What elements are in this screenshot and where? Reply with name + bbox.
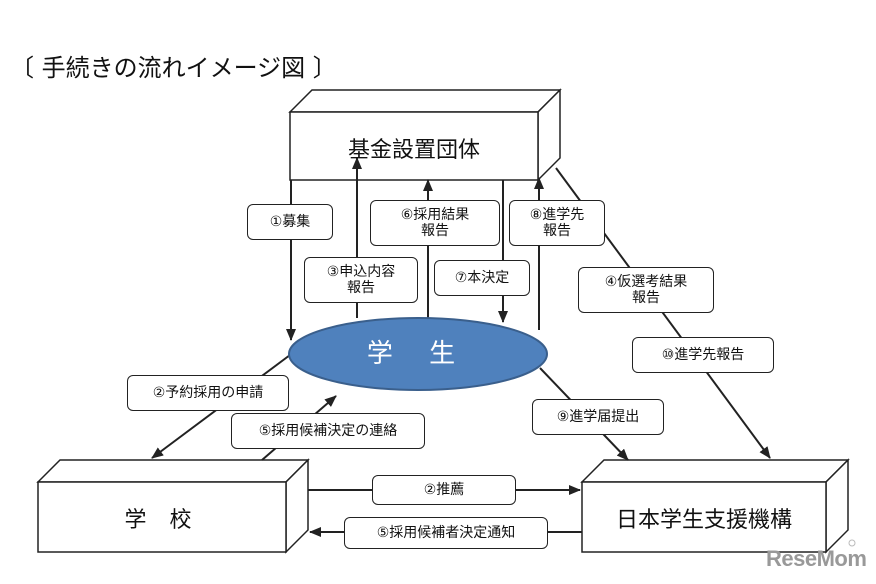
label-apply-line2: 報告 xyxy=(347,280,375,296)
label-adopt-result: ⑥採用結果 報告 xyxy=(370,200,500,246)
label-recommend: ②推薦 xyxy=(372,475,516,505)
label-apply: ③申込内容 報告 xyxy=(304,257,418,303)
label-candidate-notice-text: ⑤採用候補者決定通知 xyxy=(376,525,516,541)
page-title: 〔 手続きの流れイメージ図 〕 xyxy=(10,54,337,82)
label-recommend-text: ②推薦 xyxy=(423,482,465,498)
resemom-logo: ReseMom xyxy=(766,546,867,571)
label-adopt-result-line1: ⑥採用結果 xyxy=(400,207,470,223)
foundation-box xyxy=(288,88,562,182)
label-final: ⑦本決定 xyxy=(434,260,530,296)
label-progress-report: ⑧進学先 報告 xyxy=(509,200,605,246)
label-candidate-contact: ⑤採用候補決定の連絡 xyxy=(231,413,425,449)
label-progress-report-line1: ⑧進学先 xyxy=(529,207,585,223)
label-apply-line1: ③申込内容 xyxy=(326,264,396,280)
jasso-box xyxy=(580,458,850,554)
label-enroll-notice: ⑨進学届提出 xyxy=(532,399,664,435)
school-box xyxy=(36,458,310,554)
school-label: 学 校 xyxy=(124,508,200,533)
label-reserve-apply: ②予約採用の申請 xyxy=(127,375,289,411)
label-candidate-notice: ⑤採用候補者決定通知 xyxy=(344,517,548,549)
label-enroll-notice-text: ⑨進学届提出 xyxy=(556,409,640,425)
label-progress-report-jasso-text: ⑩進学先報告 xyxy=(661,347,745,363)
label-provisional-line2: 報告 xyxy=(632,290,660,306)
label-provisional-line1: ④仮選考結果 xyxy=(604,274,688,290)
label-progress-report-jasso: ⑩進学先報告 xyxy=(632,337,774,373)
label-adopt-result-line2: 報告 xyxy=(421,223,449,239)
label-recruit: ①募集 xyxy=(247,204,333,240)
student-label: 学 生 xyxy=(366,339,470,369)
label-progress-report-line2: 報告 xyxy=(543,223,571,239)
jasso-label: 日本学生支援機構 xyxy=(615,508,792,533)
label-reserve-apply-text: ②予約採用の申請 xyxy=(152,385,264,401)
label-candidate-contact-text: ⑤採用候補決定の連絡 xyxy=(258,423,398,439)
foundation-label: 基金設置団体 xyxy=(347,138,480,163)
label-recruit-text: ①募集 xyxy=(269,214,311,230)
label-final-text: ⑦本決定 xyxy=(454,270,510,286)
student-ellipse xyxy=(288,317,548,391)
logo-mark xyxy=(848,539,856,547)
label-provisional: ④仮選考結果 報告 xyxy=(578,267,714,313)
